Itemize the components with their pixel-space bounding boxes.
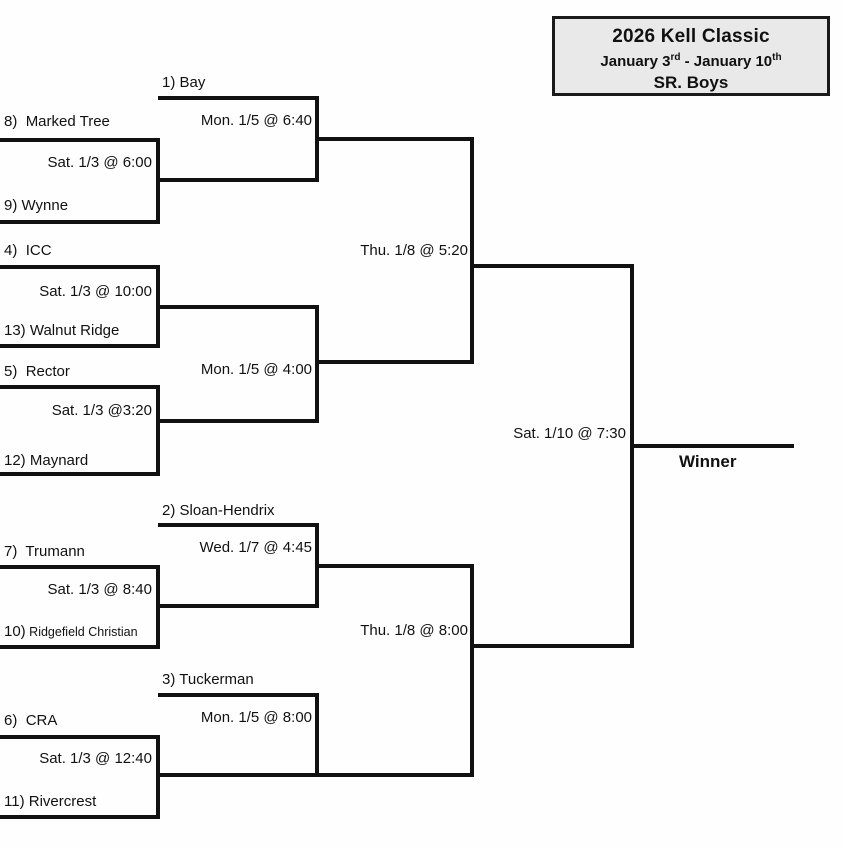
tournament-name: 2026 Kell Classic (612, 26, 770, 47)
game-r1b: Sat. 1/3 @ 10:00 (39, 283, 152, 300)
game-r2b: Mon. 1/5 @ 4:00 (200, 361, 312, 378)
tournament-division: SR. Boys (653, 73, 729, 92)
team-name-ridgefield-christian: Ridgefield Christian (29, 625, 138, 639)
game-semifinal-1: Thu. 1/8 @ 5:20 (360, 242, 468, 259)
seed-2: 2) (162, 502, 176, 519)
team-cra: 6) CRA (4, 712, 57, 729)
r2b-connector (315, 305, 319, 423)
r2b-top-line (158, 305, 319, 309)
seed-7: 7) (4, 543, 18, 560)
r1b-top-line (0, 265, 160, 269)
final-connector (630, 264, 634, 648)
r2d-connector (315, 693, 319, 777)
team-name-cra: CRA (25, 712, 58, 729)
team-name-marked-tree: Marked Tree (25, 113, 110, 130)
seed-5: 5) (4, 363, 18, 380)
game-r1c: Sat. 1/3 @3:20 (51, 402, 152, 419)
game-r2d: Mon. 1/5 @ 8:00 (200, 709, 312, 726)
team-rector: 5) Rector (4, 363, 70, 380)
team-rivercrest: 11) Rivercrest (4, 793, 96, 810)
r1e-connector (156, 735, 160, 819)
dates-ordinal-1: rd (670, 52, 681, 63)
seed-13: 13) (4, 322, 26, 339)
r1d-bottom-line (0, 645, 160, 649)
r2a-bottom-line (158, 178, 319, 182)
team-name-icc: ICC (25, 242, 52, 259)
seed-4: 4) (4, 242, 18, 259)
r1e-bottom-line (0, 815, 160, 819)
game-r2c: Wed. 1/7 @ 4:45 (199, 539, 312, 556)
game-r1e: Sat. 1/3 @ 12:40 (39, 750, 152, 767)
team-name-bay: Bay (179, 74, 206, 91)
team-name-rivercrest: Rivercrest (28, 793, 97, 810)
team-name-walnut-ridge: Walnut Ridge (29, 322, 120, 339)
winner-line (630, 444, 794, 448)
dates-prefix: January 3 (600, 53, 671, 70)
team-marked-tree: 8) Marked Tree (4, 113, 110, 130)
seed-6: 6) (4, 712, 18, 729)
team-name-rector: Rector (25, 363, 70, 380)
game-final: Sat. 1/10 @ 7:30 (513, 425, 626, 442)
team-icc: 4) ICC (4, 242, 52, 259)
r2c-bottom-line (158, 604, 319, 608)
seed-3: 3) (162, 671, 176, 688)
team-name-maynard: Maynard (29, 452, 89, 469)
r1a-bottom-line (0, 220, 160, 224)
seed-9: 9) (4, 197, 18, 214)
sf1-top-line (317, 137, 474, 141)
winner-label: Winner (679, 452, 737, 471)
team-walnut-ridge: 13) Walnut Ridge (4, 322, 119, 339)
team-bay: 1) Bay (162, 74, 205, 91)
team-ridgefield-christian: 10) Ridgefield Christian (4, 623, 138, 640)
game-r1a: Sat. 1/3 @ 6:00 (47, 154, 152, 171)
final-top-line (472, 264, 634, 268)
team-wynne: 9) Wynne (4, 197, 68, 214)
r2d-bottom-line (158, 773, 319, 777)
seed-8: 8) (4, 113, 18, 130)
sf2-top-line (317, 564, 474, 568)
game-r1d: Sat. 1/3 @ 8:40 (47, 581, 152, 598)
r1c-connector (156, 385, 160, 476)
r2c-top-line (158, 523, 319, 527)
seed-12: 12) (4, 452, 26, 469)
r1b-bottom-line (0, 344, 160, 348)
team-name-sloan-hendrix: Sloan-Hendrix (179, 502, 275, 519)
tournament-title-box: 2026 Kell Classic January 3rd - January … (552, 16, 830, 96)
sf2-bottom-line (317, 773, 474, 777)
seed-11: 11) (4, 793, 25, 810)
team-name-trumann: Trumann (25, 543, 85, 560)
team-name-wynne: Wynne (21, 197, 69, 214)
seed-1: 1) (162, 74, 176, 91)
r2b-bottom-line (158, 419, 319, 423)
dates-mid: - January 10 (680, 53, 773, 70)
r1a-top-line (0, 138, 160, 142)
final-bottom-line (472, 644, 634, 648)
sf1-connector (470, 137, 474, 364)
game-r2a: Mon. 1/5 @ 6:40 (200, 112, 312, 129)
r1e-top-line (0, 735, 160, 739)
team-name-tuckerman: Tuckerman (179, 671, 254, 688)
r1d-top-line (0, 565, 160, 569)
team-tuckerman: 3) Tuckerman (162, 671, 254, 688)
tournament-dates: January 3rd - January 10th (555, 48, 827, 72)
r1c-top-line (0, 385, 160, 389)
sf2-connector (470, 564, 474, 777)
sf1-bottom-line (317, 360, 474, 364)
r2d-top-line (158, 693, 319, 697)
dates-ordinal-2: th (772, 52, 782, 63)
team-sloan-hendrix: 2) Sloan-Hendrix (162, 502, 275, 519)
game-semifinal-2: Thu. 1/8 @ 8:00 (360, 622, 468, 639)
team-maynard: 12) Maynard (4, 452, 88, 469)
r2a-top-line (158, 96, 319, 100)
seed-10: 10) (4, 623, 26, 640)
team-trumann: 7) Trumann (4, 543, 85, 560)
r1c-bottom-line (0, 472, 160, 476)
